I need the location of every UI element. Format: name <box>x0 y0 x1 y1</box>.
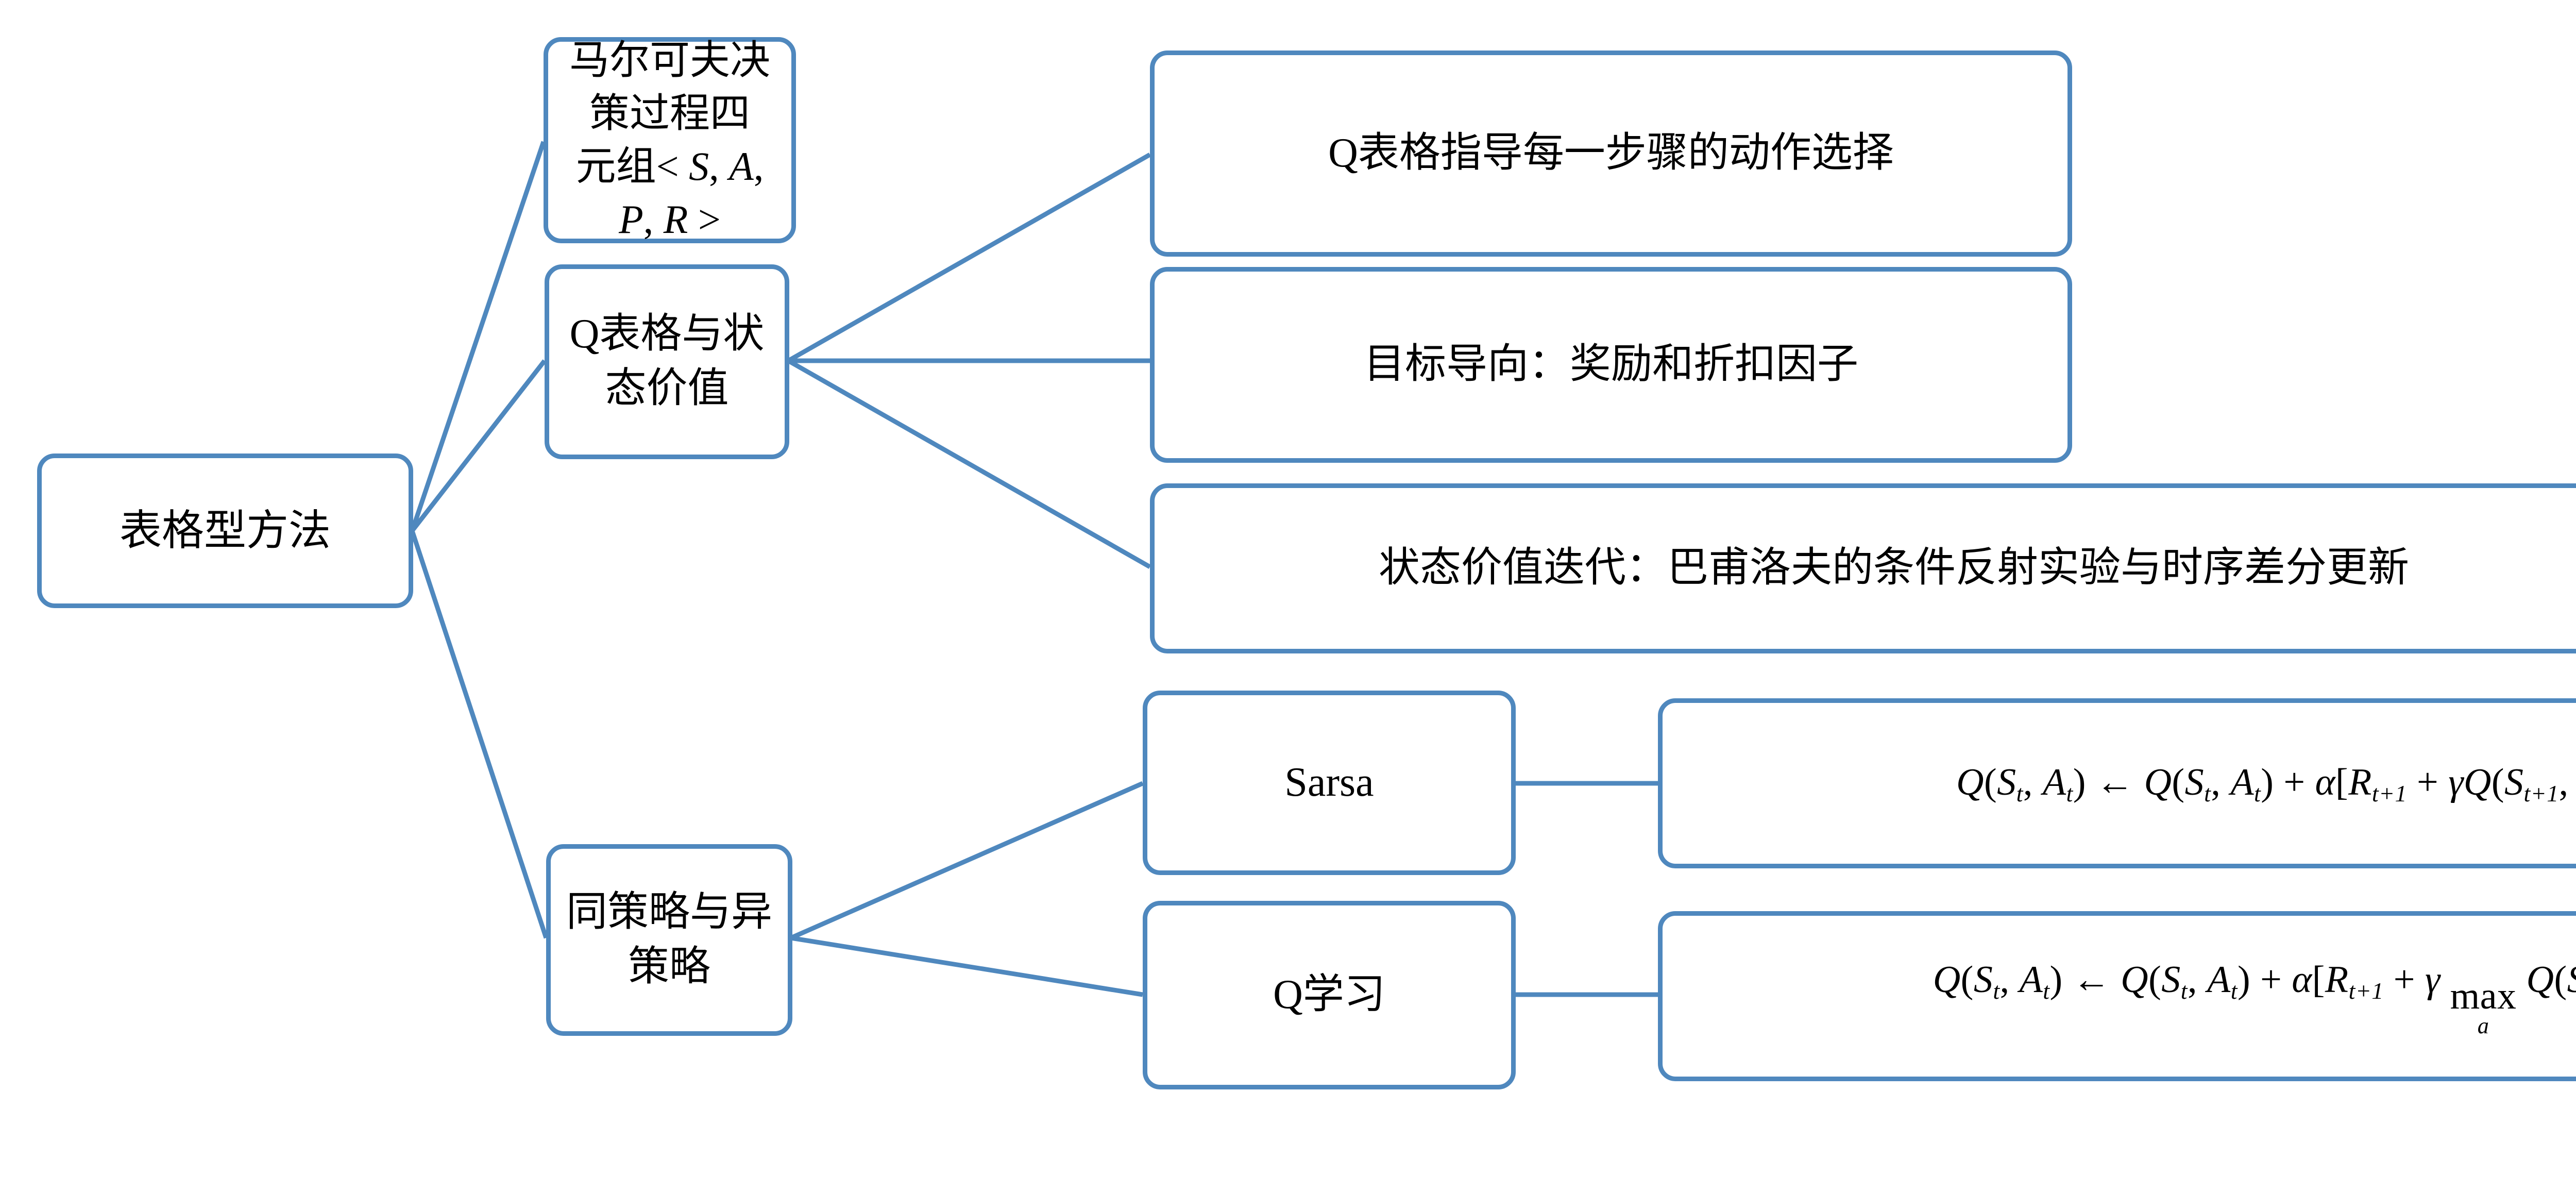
branch-node-policy[interactable]: 同策略与异策略 <box>546 844 792 1036</box>
formula-node-sarsa[interactable]: Q(St, At) ← Q(St, At) + α[Rt+1 + γQ(St+1… <box>1658 698 2576 868</box>
leaf-node-q-guides-action-label: Q表格指导每一步骤的动作选择 <box>1328 130 1894 176</box>
leaf-node-qlearning-label: Q学习 <box>1273 972 1385 1018</box>
branch-node-qtable[interactable]: Q表格与状态价值 <box>545 264 789 459</box>
leaf-node-state-value-iteration[interactable]: 状态价值迭代：巴甫洛夫的条件反射实验与时序差分更新 <box>1150 483 2576 653</box>
link-policy-to-sarsa <box>790 781 1144 941</box>
link-qtable-to-guide <box>787 153 1151 363</box>
leaf-node-sarsa[interactable]: Sarsa <box>1143 691 1516 875</box>
branch-node-policy-label: 同策略与异策略 <box>566 889 772 989</box>
leaf-node-qlearning[interactable]: Q学习 <box>1143 901 1516 1089</box>
leaf-node-goal-reward-discount-label: 目标导向：奖励和折扣因子 <box>1364 342 1858 388</box>
link-policy-to-qlearn <box>790 935 1143 997</box>
formula-node-sarsa-expression: Q(St, At) ← Q(St, At) + α[Rt+1 + γQ(St+1… <box>1956 761 2569 807</box>
link-root-to-policy <box>410 530 549 939</box>
leaf-node-sarsa-label: Sarsa <box>1284 760 1374 805</box>
leaf-node-q-guides-action[interactable]: Q表格指导每一步骤的动作选择 <box>1150 51 2072 257</box>
root-node[interactable]: 表格型方法 <box>37 454 413 608</box>
leaf-node-state-value-iteration-label: 状态价值迭代：巴甫洛夫的条件反射实验与时序差分更新 <box>1379 545 2409 591</box>
link-root-to-mdp <box>410 141 546 532</box>
leaf-node-goal-reward-discount[interactable]: 目标导向：奖励和折扣因子 <box>1150 267 2072 463</box>
link-qtable-to-iter <box>787 359 1151 569</box>
branch-node-qtable-label: Q表格与状态价值 <box>569 311 765 411</box>
branch-node-mdp[interactable]: 马尔可夫决策过程四元组< S, A, P, R > <box>544 37 796 243</box>
root-node-label: 表格型方法 <box>119 507 331 554</box>
branch-node-mdp-label: 马尔可夫决策过程四元组< S, A, P, R > <box>569 38 770 242</box>
link-root-to-qtable <box>410 359 547 532</box>
